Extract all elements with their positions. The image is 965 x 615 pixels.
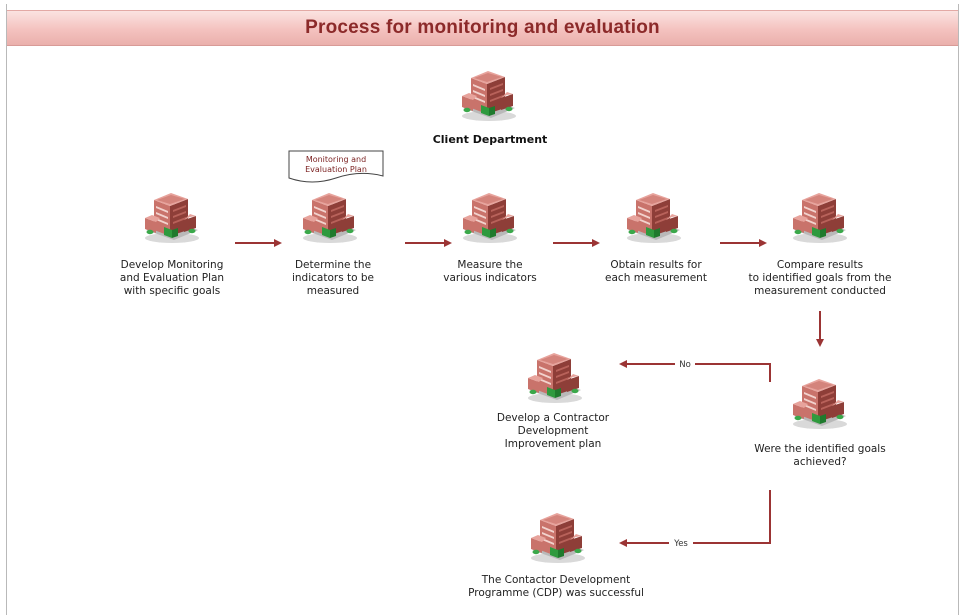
measure-indicators-label: Measure the various indicators	[443, 259, 536, 284]
arrow-goals-yes-branch	[619, 490, 771, 547]
develop-plan-label-line-2: and Evaluation Plan	[120, 272, 224, 284]
develop-plan-label-line-3: with specific goals	[124, 285, 221, 297]
measure-indicators-building-icon	[463, 193, 517, 243]
determine-indicators-label-line-3: measured	[307, 285, 359, 297]
measure-indicators-label-line-2: various indicators	[443, 272, 536, 284]
improvement-plan-label-line-2: Development	[518, 425, 589, 437]
page-title: Process for monitoring and evaluation	[305, 17, 660, 38]
obtain-results-label-line-2: each measurement	[605, 272, 707, 284]
obtain-results-label: Obtain results for each measurement	[605, 259, 707, 284]
determine-indicators-label: Determine the indicators to be measured	[292, 259, 374, 297]
develop-plan-label-line-1: Develop Monitoring	[121, 259, 224, 271]
cdp-success-building-icon	[531, 513, 585, 563]
yes-edge-label: Yes	[673, 539, 688, 549]
determine-indicators-label-line-1: Determine the	[295, 259, 371, 271]
title-bar: Process for monitoring and evaluation	[7, 10, 958, 46]
no-label-bg	[675, 358, 695, 370]
page-frame	[6, 4, 959, 615]
plan-document-icon: Monitoring and Evaluation Plan	[288, 150, 384, 183]
improvement-plan-label-line-3: Improvement plan	[505, 438, 602, 450]
compare-results-building-icon	[793, 193, 847, 243]
plan-document-label-line-2: Evaluation Plan	[305, 165, 367, 174]
determine-indicators-label-line-2: indicators to be	[292, 272, 374, 284]
cdp-success-label-line-2: Programme (CDP) was successful	[468, 587, 644, 599]
improvement-plan-building-icon	[528, 353, 582, 403]
arrow-goals-no-branch	[619, 360, 771, 382]
obtain-results-building-icon	[627, 193, 681, 243]
obtain-results-label-line-1: Obtain results for	[610, 259, 702, 271]
no-edge-label: No	[679, 360, 691, 370]
goals-achieved-building-icon	[793, 379, 847, 429]
client-department-icon	[462, 71, 516, 121]
develop-plan-label: Develop Monitoring and Evaluation Plan w…	[120, 259, 224, 297]
measure-indicators-label-line-1: Measure the	[457, 259, 522, 271]
cdp-success-label: The Contactor Development Programme (CDP…	[468, 574, 644, 599]
compare-results-label-line-1: Compare results	[777, 259, 863, 271]
cdp-success-label-line-1: The Contactor Development	[481, 574, 630, 586]
goals-achieved-label: Were the identified goals achieved?	[754, 443, 885, 468]
client-department-label: Client Department	[433, 133, 548, 146]
goals-achieved-label-line-1: Were the identified goals	[754, 443, 885, 455]
improvement-plan-label: Develop a Contractor Development Improve…	[497, 412, 610, 450]
compare-results-label-line-2: to identified goals from the	[749, 272, 892, 284]
goals-achieved-label-line-2: achieved?	[793, 456, 846, 468]
compare-results-label-line-3: measurement conducted	[754, 285, 886, 297]
develop-plan-building-icon	[145, 193, 199, 243]
improvement-plan-label-line-1: Develop a Contractor	[497, 412, 610, 424]
yes-label-bg	[669, 537, 693, 549]
determine-indicators-building-icon	[303, 193, 357, 243]
plan-document-label-line-1: Monitoring and	[306, 155, 366, 164]
compare-results-label: Compare results to identified goals from…	[749, 259, 892, 297]
